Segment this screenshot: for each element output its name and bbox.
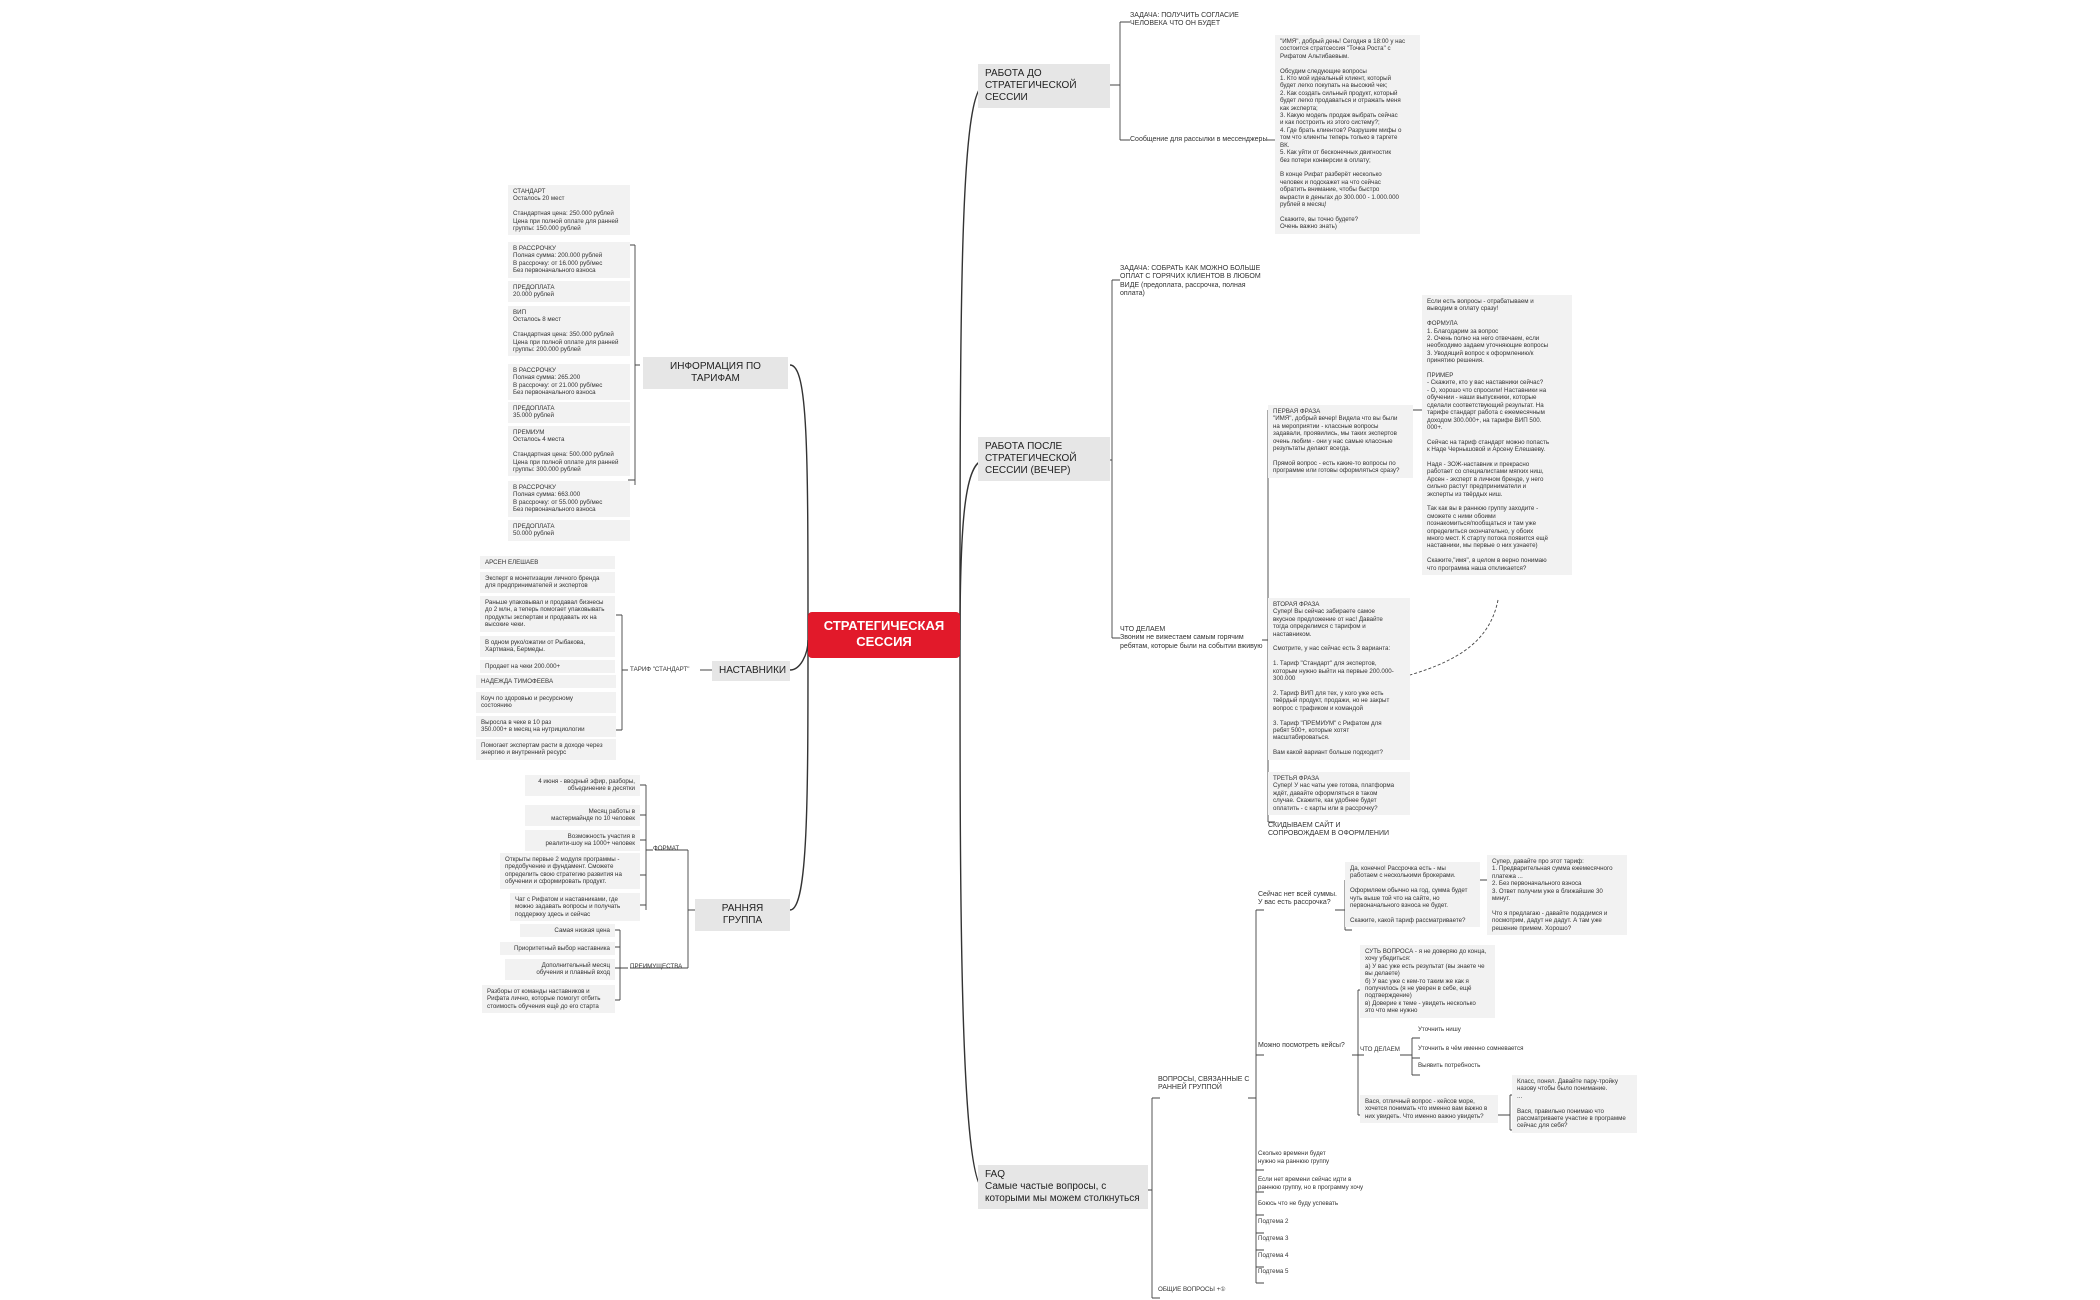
branch-faq[interactable]: FAQ Самые частые вопросы, с которыми мы … [978, 1165, 1148, 1209]
b2-note: Если есть вопросы - отрабатываем и вывод… [1422, 295, 1572, 576]
faq-q-time[interactable]: Сколько времени будет нужно на раннюю гр… [1258, 1150, 1330, 1166]
format-item: Возможность участия в реалити-шоу на 100… [525, 830, 640, 851]
benefit-item: Самая низкая цена [520, 924, 615, 938]
mentor-item: Эксперт в монетизации личного бренда для… [480, 572, 615, 593]
tariff-item: В РАССРОЧКУ Полная сумма: 663.000 В расс… [508, 481, 630, 517]
faq-a-cases-3: Класс, понял. Давайте пару-тройку назову… [1512, 1075, 1637, 1133]
root-node[interactable]: СТРАТЕГИЧЕСКАЯ СЕССИЯ [808, 612, 960, 658]
b1-task[interactable]: ЗАДАЧА: ПОЛУЧИТЬ СОГЛАСИЕ ЧЕЛОВЕКА ЧТО О… [1130, 12, 1239, 28]
branch-title: РАННЯЯ ГРУППА [721, 903, 767, 926]
benefit-item: Дополнительный месяц обучения и плавный … [505, 959, 615, 980]
format-item: Месяц работы в мастермайнде по 10 челове… [525, 805, 640, 826]
tariff-item: В РАССРОЧКУ Полная сумма: 200.000 рублей… [508, 242, 630, 278]
tariff-item: СТАНДАРТ Осталось 20 мест Стандартная це… [508, 185, 630, 236]
mentor-item: Продает на чеки 200.000+ [480, 660, 615, 674]
format-item: Чат с Рифатом и наставниками, где можно … [510, 893, 640, 922]
branch-before-session[interactable]: РАБОТА ДО СТРАТЕГИЧЕСКОЙ СЕССИИ [978, 64, 1110, 108]
tariff-item: ПРЕМИУМ Осталось 4 места Стандартная цен… [508, 426, 630, 477]
faq-subtopic-3[interactable]: Подтема 3 [1258, 1235, 1289, 1242]
branch-title: РАБОТА ПОСЛЕ СТРАТЕГИЧЕСКОЙ СЕССИИ (ВЕЧЕ… [985, 441, 1077, 476]
b2-third-phrase: ТРЕТЬЯ ФРАЗА Супер! У нас чаты уже готов… [1268, 772, 1410, 816]
branch-title: ИНФОРМАЦИЯ ПО ТАРИФАМ [670, 361, 764, 384]
tariff-item: В РАССРОЧКУ Полная сумма: 265.200 В расс… [508, 364, 630, 400]
b2-second-phrase: ВТОРАЯ ФРАЗА Супер! Вы сейчас забираете … [1268, 598, 1410, 760]
faq-what-doubt[interactable]: Уточнить в чём именно сомневается [1418, 1045, 1524, 1052]
faq-a-cases: СУТЬ ВОПРОСА - я не доверяю до конца, хо… [1360, 945, 1495, 1018]
tariff-item: ВИП Осталось 8 мест Стандартная цена: 35… [508, 306, 630, 357]
faq-subtopic-4[interactable]: Подтема 4 [1258, 1252, 1289, 1259]
b2-close[interactable]: СКИДЫВАЕМ САЙТ И СОПРОВОЖДАЕМ В ОФОРМЛЕН… [1268, 822, 1390, 838]
format-item: 4 июня - вводный эфир, разборы, объедине… [525, 775, 640, 796]
faq-q-no-time[interactable]: Если нет времени сейчас идти в раннюю гр… [1258, 1176, 1364, 1192]
mentor-item: В одном руко/ожатии от Рыбакова, Хартман… [480, 636, 615, 657]
tariff-item: ПРЕДОПЛАТА 35.000 рублей [508, 402, 630, 423]
b1-message-text: "ИМЯ", добрый день! Сегодня в 18:00 у на… [1275, 35, 1420, 234]
faq-what-need[interactable]: Выявить потребность [1418, 1062, 1481, 1069]
faq-q-cases[interactable]: Можно посмотреть кейсы? [1258, 1042, 1345, 1049]
branch-title: НАСТАВНИКИ [719, 665, 787, 676]
tariff-item: ПРЕДОПЛАТА 50.000 рублей [508, 520, 630, 541]
branch-early-group[interactable]: РАННЯЯ ГРУППА [695, 899, 790, 931]
branch-mentors[interactable]: НАСТАВНИКИ [712, 661, 790, 681]
faq-q-fear[interactable]: Боюсь что не буду успевать [1258, 1200, 1339, 1207]
faq-q-installment[interactable]: Сейчас нет всей суммы. У вас есть рассро… [1258, 891, 1337, 907]
b2-what[interactable]: ЧТО ДЕЛАЕМ Звоним не вижестаем самым гор… [1120, 626, 1263, 650]
faq-a-installment: Да, конечно! Рассрочка есть - мы работае… [1345, 862, 1480, 928]
faq-subtopic-2[interactable]: Подтема 2 [1258, 1218, 1289, 1225]
faq-a-installment-2: Супер, давайте про этот тариф: 1. Предва… [1487, 855, 1627, 936]
branch-title: FAQ Самые частые вопросы, с которыми мы … [985, 1169, 1140, 1204]
mentor-item: АРСЕН ЕЛЕШАЕВ [480, 556, 615, 570]
mentor-item: Коуч по здоровью и ресурсному состоянию [476, 692, 616, 713]
b2-task[interactable]: ЗАДАЧА: СОБРАТЬ КАК МОЖНО БОЛЬШЕ ОПЛАТ С… [1120, 265, 1261, 298]
root-title: СТРАТЕГИЧЕСКАЯ СЕССИЯ [823, 618, 945, 649]
faq-early-group[interactable]: ВОПРОСЫ, СВЯЗАННЫЕ С РАННЕЙ ГРУППОЙ [1158, 1076, 1250, 1092]
b2-first-phrase: ПЕРВАЯ ФРАЗА "ИМЯ", добрый вечер! Видела… [1268, 405, 1413, 478]
mentor-item: Помогает экспертам расти в доходе через … [476, 739, 616, 760]
early-format[interactable]: ФОРМАТ [653, 845, 680, 852]
benefit-item: Разборы от команды наставников и Рифата … [482, 985, 615, 1014]
format-item: Открыты первые 2 модуля программы - пред… [500, 853, 640, 889]
mentor-item: Выросла в чеке в 10 раз 350.000+ в месяц… [476, 716, 616, 737]
mentor-item: НАДЕЖДА ТИМОФЕЕВА [476, 675, 616, 689]
mentors-tariff[interactable]: ТАРИФ "СТАНДАРТ" [630, 666, 690, 673]
faq-general[interactable]: ОБЩИЕ ВОПРОСЫ +① [1158, 1286, 1226, 1293]
benefit-item: Приоритетный выбор наставника [500, 942, 615, 956]
tariff-item: ПРЕДОПЛАТА 20.000 рублей [508, 281, 630, 302]
faq-subtopic-5[interactable]: Подтема 5 [1258, 1268, 1289, 1275]
faq-what-niche[interactable]: Уточнить нишу [1418, 1026, 1461, 1033]
branch-title: РАБОТА ДО СТРАТЕГИЧЕСКОЙ СЕССИИ [985, 68, 1077, 103]
early-benefits[interactable]: ПРЕИМУЩЕСТВА [630, 963, 683, 970]
mentor-item: Раньше упаковывал и продавал бизнесы до … [480, 596, 615, 632]
branch-after-session[interactable]: РАБОТА ПОСЛЕ СТРАТЕГИЧЕСКОЙ СЕССИИ (ВЕЧЕ… [978, 437, 1110, 481]
faq-a-cases-2: Вася, отличный вопрос - кейсов море, хоч… [1360, 1095, 1498, 1124]
b1-message-label[interactable]: Сообщение для рассылки в мессенджеры [1130, 136, 1268, 143]
faq-what[interactable]: ЧТО ДЕЛАЕМ [1360, 1046, 1400, 1053]
branch-tariffs[interactable]: ИНФОРМАЦИЯ ПО ТАРИФАМ [643, 357, 788, 389]
